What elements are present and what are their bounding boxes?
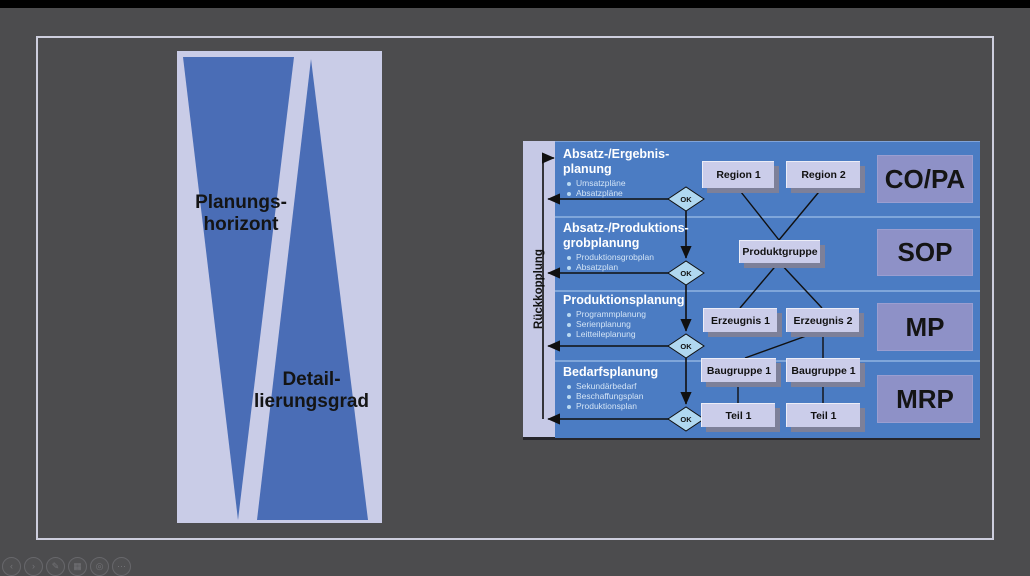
band-divider bbox=[555, 216, 980, 218]
bullet-label: Produktionsplan bbox=[576, 401, 637, 411]
previous-slide-icon[interactable]: ‹ bbox=[2, 557, 21, 576]
pen-icon[interactable]: ✎ bbox=[46, 557, 65, 576]
bullet-item: Serienplanung bbox=[563, 320, 723, 329]
node-region-1: Region 1 bbox=[702, 161, 774, 188]
bullet-item: Produktionsgrobplan bbox=[563, 253, 723, 262]
detail-level-triangle bbox=[257, 59, 368, 520]
node-erzeugnis-1: Erzeugnis 1 bbox=[703, 308, 777, 332]
ok-diamond-3 bbox=[667, 333, 705, 359]
section-absatz-ergebnisplanung: Absatz-/Ergebnis- planung Umsatzpläne Ab… bbox=[563, 147, 723, 198]
bullet-item: Programmplanung bbox=[563, 310, 723, 319]
bullet-label: Serienplanung bbox=[576, 319, 631, 329]
bullet-label: Absatzplan bbox=[576, 262, 619, 272]
all-slides-icon[interactable]: ▦ bbox=[68, 557, 87, 576]
planning-horizon-label: Planungs- horizont bbox=[195, 192, 287, 235]
bullet-label: Sekundärbedarf bbox=[576, 381, 637, 391]
bullet-item: Absatzpläne bbox=[563, 189, 723, 198]
ok-label-2: OK bbox=[680, 269, 692, 278]
feedback-bar: Rückkopplung bbox=[523, 141, 555, 437]
bullet-item: Absatzplan bbox=[563, 263, 723, 272]
bullet-icon bbox=[567, 181, 571, 186]
detail-level-label: Detail- lierungsgrad bbox=[253, 369, 370, 412]
bullet-icon bbox=[567, 332, 571, 337]
bullet-label: Umsatzpläne bbox=[576, 178, 626, 188]
feedback-return-arrow bbox=[542, 152, 555, 419]
node-baugruppe-1-right: Baugruppe 1 bbox=[786, 358, 860, 382]
section-title: Bedarfsplanung bbox=[563, 365, 659, 379]
bullet-label: Absatzpläne bbox=[576, 188, 623, 198]
bullet-icon bbox=[567, 394, 571, 399]
section-bedarfsplanung: Bedarfsplanung Sekundärbedarf Beschaffun… bbox=[563, 365, 723, 411]
node-region-2: Region 2 bbox=[786, 161, 860, 188]
next-slide-icon[interactable]: › bbox=[24, 557, 43, 576]
bullet-item: Leitteileplanung bbox=[563, 330, 723, 339]
node-erzeugnis-2: Erzeugnis 2 bbox=[786, 308, 859, 332]
bullet-label: Produktionsgrobplan bbox=[576, 252, 654, 262]
slideshow-toolbar: ‹ › ✎ ▦ ◎ ⋯ bbox=[2, 557, 131, 576]
bullet-icon bbox=[567, 265, 571, 270]
node-teil-1-right: Teil 1 bbox=[786, 403, 860, 427]
node-baugruppe-1-left: Baugruppe 1 bbox=[701, 358, 776, 382]
node-teil-1-left: Teil 1 bbox=[701, 403, 775, 427]
planning-horizon-triangle bbox=[183, 57, 294, 520]
section-title: Produktionsplanung bbox=[563, 293, 685, 307]
bullet-icon bbox=[567, 322, 571, 327]
bullet-item: Produktionsplan bbox=[563, 402, 723, 411]
system-box-mp: MP bbox=[877, 303, 973, 351]
section-absatz-produktionsgrobplanung: Absatz-/Produktions- grobplanung Produkt… bbox=[563, 221, 723, 272]
link-erzeugnis2-baugruppe-left bbox=[744, 330, 821, 359]
ok-diamond-1 bbox=[667, 186, 705, 212]
link-region2-produktgruppe bbox=[778, 186, 824, 241]
bullet-label: Leitteileplanung bbox=[576, 329, 636, 339]
planning-flowchart: Rückkopplung OK bbox=[523, 141, 980, 440]
node-produktgruppe: Produktgruppe bbox=[739, 240, 820, 263]
more-options-icon[interactable]: ⋯ bbox=[112, 557, 131, 576]
ok-diamond-2 bbox=[667, 260, 705, 286]
ok-label-1: OK bbox=[680, 195, 692, 204]
top-black-strip bbox=[0, 0, 1030, 8]
section-produktionsplanung: Produktionsplanung Programmplanung Serie… bbox=[563, 293, 723, 339]
bullet-item: Sekundärbedarf bbox=[563, 382, 723, 391]
funnel-panel: Planungs- horizont Detail- lierungsgrad bbox=[177, 51, 382, 523]
ok-label-3: OK bbox=[680, 342, 692, 351]
slide-border bbox=[36, 36, 994, 540]
system-box-copa: CO/PA bbox=[877, 155, 973, 203]
connector-layer: OK OK OK OK bbox=[542, 152, 824, 432]
funnel-triangles bbox=[183, 57, 368, 520]
bullet-icon bbox=[567, 404, 571, 409]
section-title: Absatz-/Ergebnis- planung bbox=[563, 147, 670, 176]
link-produktgruppe-erzeugnis1 bbox=[739, 261, 780, 309]
band-divider bbox=[555, 290, 980, 292]
zoom-icon[interactable]: ◎ bbox=[90, 557, 109, 576]
bullet-label: Beschaffungsplan bbox=[576, 391, 644, 401]
ok-label-4: OK bbox=[680, 415, 692, 424]
bullet-icon bbox=[567, 255, 571, 260]
bullet-icon bbox=[567, 312, 571, 317]
bullet-item: Beschaffungsplan bbox=[563, 392, 723, 401]
system-box-mrp: MRP bbox=[877, 375, 973, 423]
bullet-label: Programmplanung bbox=[576, 309, 646, 319]
section-title: Absatz-/Produktions- grobplanung bbox=[563, 221, 689, 250]
bullet-item: Umsatzpläne bbox=[563, 179, 723, 188]
link-region1-produktgruppe bbox=[736, 186, 780, 241]
bullet-icon bbox=[567, 384, 571, 389]
link-produktgruppe-erzeugnis2 bbox=[778, 261, 823, 309]
bullet-icon bbox=[567, 191, 571, 196]
system-box-sop: SOP bbox=[877, 229, 973, 276]
